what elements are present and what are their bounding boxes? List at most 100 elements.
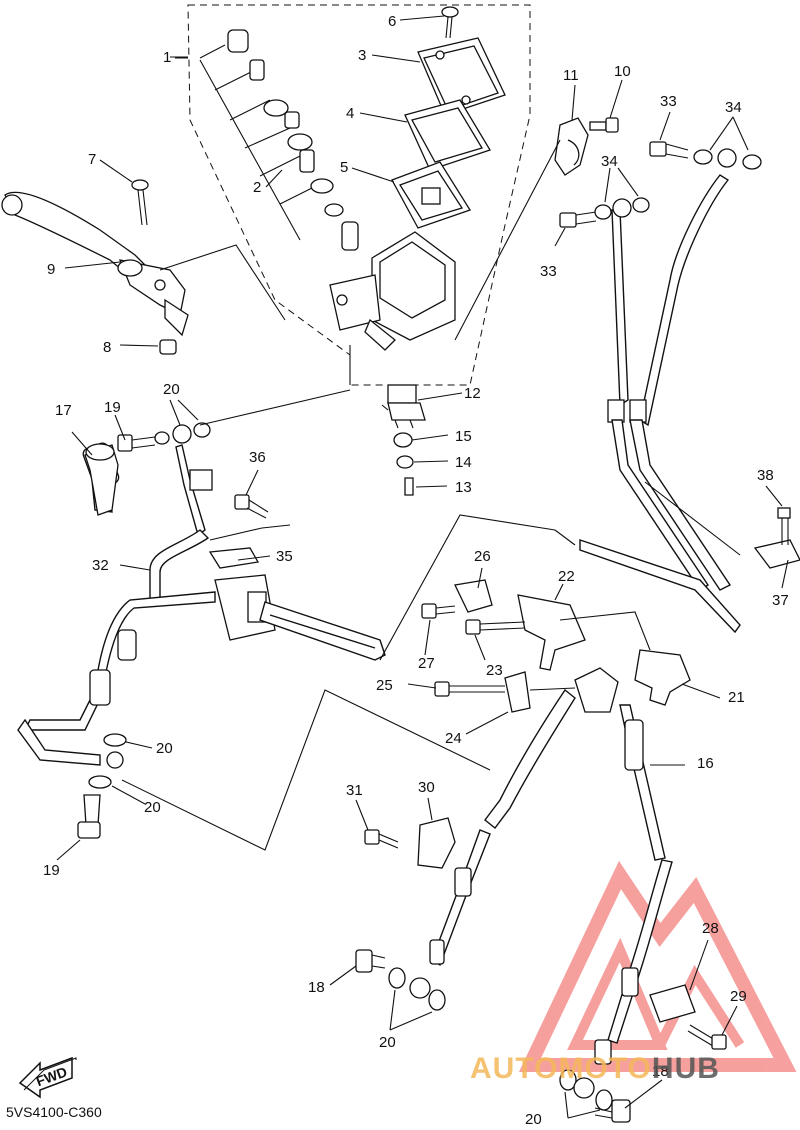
banjo-bolt-18-right (594, 1099, 631, 1123)
holder-24 (504, 671, 531, 713)
banjo-bolt-33-upper (649, 141, 689, 159)
banjo-34b (612, 198, 632, 218)
washer-15 (393, 432, 413, 448)
hose-clamp-center (574, 667, 619, 713)
piston-kit (227, 29, 359, 251)
callout-38: 38 (757, 467, 774, 484)
washer-20-left-b (88, 775, 112, 789)
bracket-21 (634, 649, 691, 706)
bolt-25 (434, 681, 505, 697)
callout-18-left: 18 (308, 979, 325, 996)
washer-20-bottom-c (559, 1069, 577, 1091)
callout-13: 13 (455, 479, 472, 496)
callout-33-lower: 33 (540, 263, 557, 280)
banjo-fitting-bottom-right (573, 1077, 595, 1099)
bracket-22 (517, 594, 586, 671)
master-cylinder-body (329, 231, 456, 351)
washer-20-left-a (103, 733, 127, 747)
callout-21: 21 (728, 689, 745, 706)
callout-20-left-a: 20 (156, 740, 173, 757)
bolt-10 (589, 117, 619, 133)
watermark-auto: AUTO (470, 1052, 558, 1085)
leader-lines (56, 15, 789, 1119)
callout-36: 36 (249, 449, 266, 466)
callout-20-left-b: 20 (144, 799, 161, 816)
clamp-37 (753, 539, 800, 569)
holder-28 (649, 984, 696, 1023)
callout-34-lower: 34 (601, 153, 618, 170)
callout-5: 5 (340, 159, 348, 176)
callout-29: 29 (730, 988, 747, 1005)
callout-22: 22 (558, 568, 575, 585)
callout-6: 6 (388, 13, 396, 30)
callout-24: 24 (445, 730, 462, 747)
callout-2: 2 (253, 179, 261, 196)
washer-20-bottom-b (428, 989, 446, 1011)
watermark-moto: MOTO (558, 1052, 651, 1085)
svg-text:AUTOMOTOHUB: AUTOMOTOHUB (470, 1052, 720, 1085)
washer-34b (742, 154, 762, 170)
watermark-text: AUTOMOTOHUB (470, 1052, 720, 1085)
callout-33-upper: 33 (660, 93, 677, 110)
banjo-bolt-33-lower (559, 211, 597, 228)
callout-25: 25 (376, 677, 393, 694)
callout-23: 23 (486, 662, 503, 679)
callout-30: 30 (418, 779, 435, 796)
callout-18-right: 18 (652, 1063, 669, 1080)
brake-hose-upper-right (579, 174, 741, 634)
washer-34d (632, 197, 650, 213)
callout-19-upper: 19 (104, 399, 121, 416)
brake-hose-lower (429, 688, 673, 1065)
washer-14 (396, 455, 414, 469)
callout-26: 26 (474, 548, 491, 565)
reservoir-cover-set (391, 37, 506, 229)
nut-8 (159, 339, 177, 355)
callout-7: 7 (88, 151, 96, 168)
joint-block (208, 547, 276, 641)
holder-30 (417, 817, 456, 869)
brake-lever (1, 191, 189, 337)
screw-6 (441, 6, 459, 39)
bolt-38 (777, 507, 791, 545)
callout-16: 16 (697, 755, 714, 772)
callout-35: 35 (276, 548, 293, 565)
washer-34c (594, 204, 612, 220)
callout-3: 3 (358, 47, 366, 64)
screw-13 (404, 477, 414, 496)
callout-20-bottom-right: 20 (525, 1111, 542, 1128)
callout-31: 31 (346, 782, 363, 799)
callout-14: 14 (455, 454, 472, 471)
bolt-7 (131, 179, 149, 226)
banjo-fitting-bottom-left (409, 977, 431, 999)
callout-9: 9 (47, 261, 55, 278)
callout-37: 37 (772, 592, 789, 609)
callout-17: 17 (55, 402, 72, 419)
banjo-bolt-18-left (355, 949, 386, 973)
holder-26 (454, 579, 493, 613)
watermark-hub: HUB (652, 1052, 720, 1085)
fwd-arrow: FWD (18, 1056, 77, 1099)
callout-4: 4 (346, 105, 354, 122)
callout-32: 32 (92, 557, 109, 574)
callout-10: 10 (614, 63, 631, 80)
diagram-code: 5VS4100-C360 (6, 1104, 102, 1120)
assembly-boundary (187, 4, 531, 386)
callout-19-lower: 19 (43, 862, 60, 879)
callout-numbers: 1 2 3 4 5 6 7 8 9 10 11 12 13 14 15 16 1… (43, 13, 789, 1128)
bolt-29 (687, 1024, 727, 1050)
callout-34-upper: 34 (725, 99, 742, 116)
bolt-31 (364, 829, 399, 849)
callout-1: 1 (163, 49, 171, 66)
clamp-11 (554, 117, 589, 176)
brake-switch (381, 384, 426, 429)
callout-8: 8 (103, 339, 111, 356)
callout-12: 12 (464, 385, 481, 402)
bolt-36 (234, 494, 269, 519)
cap-17 (84, 443, 119, 516)
callout-20-upper: 20 (163, 381, 180, 398)
bolt-27 (421, 603, 456, 619)
banjo-34 (717, 148, 737, 168)
washer-20-bottom-d (595, 1089, 613, 1111)
banjo-bolt-19-lower (77, 794, 101, 839)
